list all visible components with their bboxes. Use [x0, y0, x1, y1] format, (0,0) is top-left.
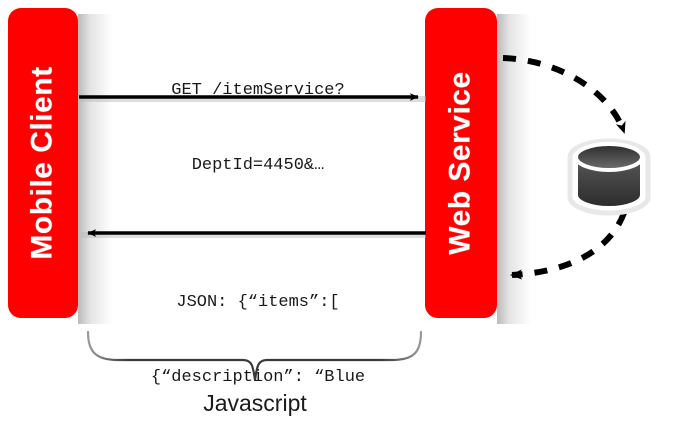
database-cylinder-icon[interactable] [567, 138, 651, 216]
web-service-box-shadow [497, 14, 531, 324]
response-message-line-2: {“description”: “Blue [150, 368, 366, 387]
request-message-line-2: DeptId=4450&… [191, 156, 325, 175]
response-message-line-1: JSON: {“items”:[ [176, 293, 340, 312]
request-message-text: GET /itemService? DeptId=4450&… [88, 28, 428, 228]
arrow-response-solid [81, 229, 426, 238]
node-web-service[interactable]: Web Service [425, 8, 497, 318]
request-message-line-1: GET /itemService? [171, 81, 345, 100]
arrow-db-write-dashed [502, 55, 627, 134]
javascript-caption-label: Javascript [203, 390, 307, 416]
node-mobile-client[interactable]: Mobile Client [8, 8, 78, 318]
node-web-service-label: Web Service [444, 71, 478, 255]
arrow-db-read-dashed [510, 211, 627, 280]
node-mobile-client-label: Mobile Client [26, 66, 60, 260]
